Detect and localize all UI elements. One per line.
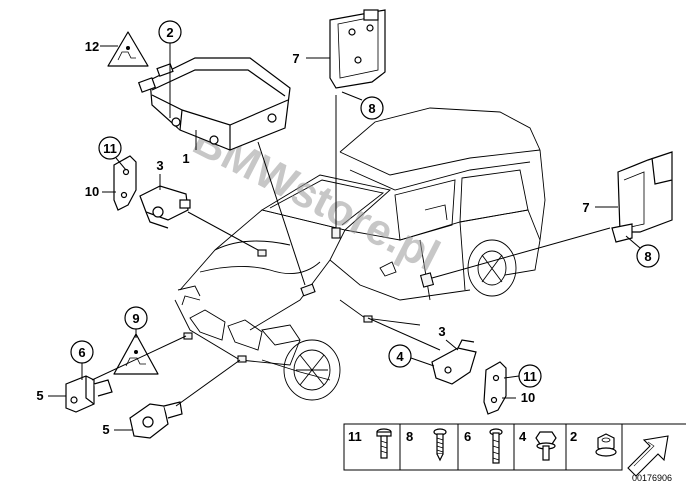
- callout-3-left: 3: [156, 158, 163, 173]
- legend-item-8: 8: [406, 429, 413, 444]
- bumper-impact-sensor: [129, 401, 183, 439]
- leader-sensor-right-to-car: [367, 317, 441, 351]
- callout-2-circle: [158, 20, 182, 44]
- leader-front-to-car: [91, 335, 187, 381]
- leader-module-to-car: [431, 227, 611, 279]
- direction-arrow-icon: [627, 435, 669, 477]
- bolt-icon: [376, 428, 392, 459]
- fastener-legend: 11 8 6 4 2: [343, 423, 623, 471]
- callout-10-left: 10: [85, 184, 99, 199]
- hex-nut-icon: [595, 433, 617, 457]
- long-bolt-icon: [489, 428, 503, 464]
- callout-7-top: 7: [292, 51, 299, 66]
- leader-sensor-to-car: [187, 211, 259, 251]
- callout-5-upper: 5: [36, 388, 43, 403]
- callout-9: 9: [132, 311, 139, 326]
- leader-bumper-to-car: [175, 359, 241, 407]
- bumper-sensor-marker-left: [183, 332, 193, 340]
- callout-8-right: 8: [644, 249, 651, 264]
- screw-icon: [433, 428, 447, 462]
- impact-sensor-right: [431, 339, 477, 385]
- callout-2: 2: [166, 25, 173, 40]
- callout-8-top-circle: [360, 96, 384, 120]
- legend-item-11: 11: [348, 429, 362, 444]
- callout-8-right-circle: [636, 244, 660, 268]
- pillar-control-module-bracket: [329, 9, 386, 89]
- door-control-module: [611, 151, 673, 243]
- diagram-id: 00176906: [632, 473, 672, 483]
- vehicle-sensor-markers: [183, 227, 435, 363]
- callout-11-left: 11: [103, 141, 117, 156]
- airbag-unit-marker: [300, 283, 316, 297]
- callout-3-right: 3: [438, 324, 445, 339]
- impact-sensor-left: [139, 185, 191, 229]
- hex-bolt-icon: [535, 431, 557, 461]
- callout-11-right: 11: [523, 369, 537, 384]
- sensor-bracket-right: [483, 361, 507, 415]
- warning-label-triangle-9: [113, 333, 159, 375]
- callout-4-circle: [388, 344, 412, 368]
- callout-4: 4: [396, 349, 404, 364]
- callout-10-right: 10: [521, 390, 535, 405]
- legend-item-4: 4: [519, 429, 527, 444]
- warning-label-triangle-12: [107, 31, 149, 67]
- sensor-bracket-left: [113, 155, 137, 211]
- callout-1: 1: [182, 151, 189, 166]
- callout-5-lower: 5: [102, 422, 109, 437]
- legend-item-6: 6: [464, 429, 471, 444]
- door-module-marker: [419, 272, 435, 288]
- front-sensor-marker: [257, 249, 267, 257]
- bumper-sensor-marker-right: [237, 355, 247, 363]
- callout-12: 12: [85, 39, 99, 54]
- airbag-control-unit: [137, 57, 291, 151]
- callout-7-right: 7: [582, 200, 589, 215]
- callout-11-circle-left: [98, 136, 122, 160]
- legend-item-2: 2: [570, 429, 577, 444]
- front-impact-sensor: [65, 375, 113, 413]
- side-sensor-marker: [363, 315, 373, 323]
- leader-unit-to-car: [257, 141, 306, 286]
- callout-6: 6: [78, 345, 85, 360]
- callout-8-top: 8: [368, 101, 375, 116]
- vehicle-outline: [174, 107, 546, 401]
